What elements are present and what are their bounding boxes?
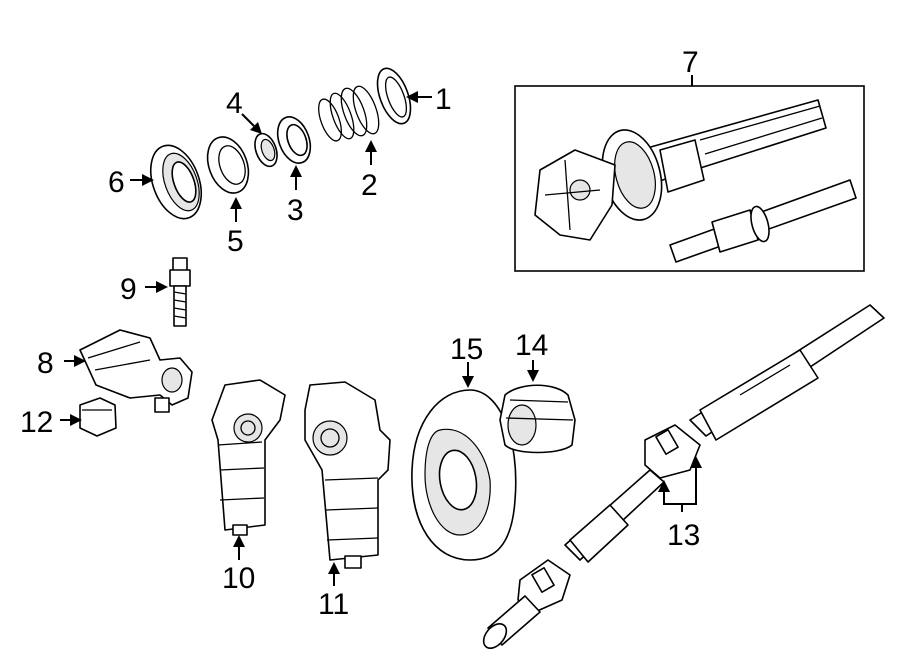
part-7-shaft-assembly xyxy=(534,99,857,263)
part-15-cover xyxy=(411,389,517,561)
part-1-washer xyxy=(376,67,412,125)
callout-3: 3 xyxy=(287,194,304,227)
callout-2: 2 xyxy=(361,169,378,202)
part-3-race xyxy=(276,116,312,164)
callout-5: 5 xyxy=(227,225,244,258)
callout-13: 13 xyxy=(667,519,700,552)
part-2-spring xyxy=(318,85,380,142)
part-8-ignition-lock xyxy=(79,329,193,413)
callout-12: 12 xyxy=(20,406,53,439)
part-4-ring xyxy=(254,132,278,168)
part-12-connector xyxy=(79,397,117,437)
part-5-bushing xyxy=(206,136,250,194)
part-7-detail-box xyxy=(514,85,865,272)
part-11-motor xyxy=(304,381,391,569)
callout-15: 15 xyxy=(450,333,483,366)
part-13-intermediate-shaft xyxy=(482,304,885,649)
callout-7: 7 xyxy=(682,46,699,79)
callout-10: 10 xyxy=(222,562,255,595)
callout-8: 8 xyxy=(37,347,54,380)
part-10-motor xyxy=(211,379,286,536)
part-14-boot xyxy=(499,384,576,454)
callout-6: 6 xyxy=(108,166,125,199)
callout-9: 9 xyxy=(120,273,137,306)
part-9-bolt xyxy=(169,257,191,327)
callout-1: 1 xyxy=(435,83,452,116)
callout-4: 4 xyxy=(226,87,243,120)
callout-11: 11 xyxy=(318,588,349,621)
callout-14: 14 xyxy=(515,329,548,362)
callout-arrows xyxy=(60,75,702,586)
part-6-seal xyxy=(149,144,203,220)
